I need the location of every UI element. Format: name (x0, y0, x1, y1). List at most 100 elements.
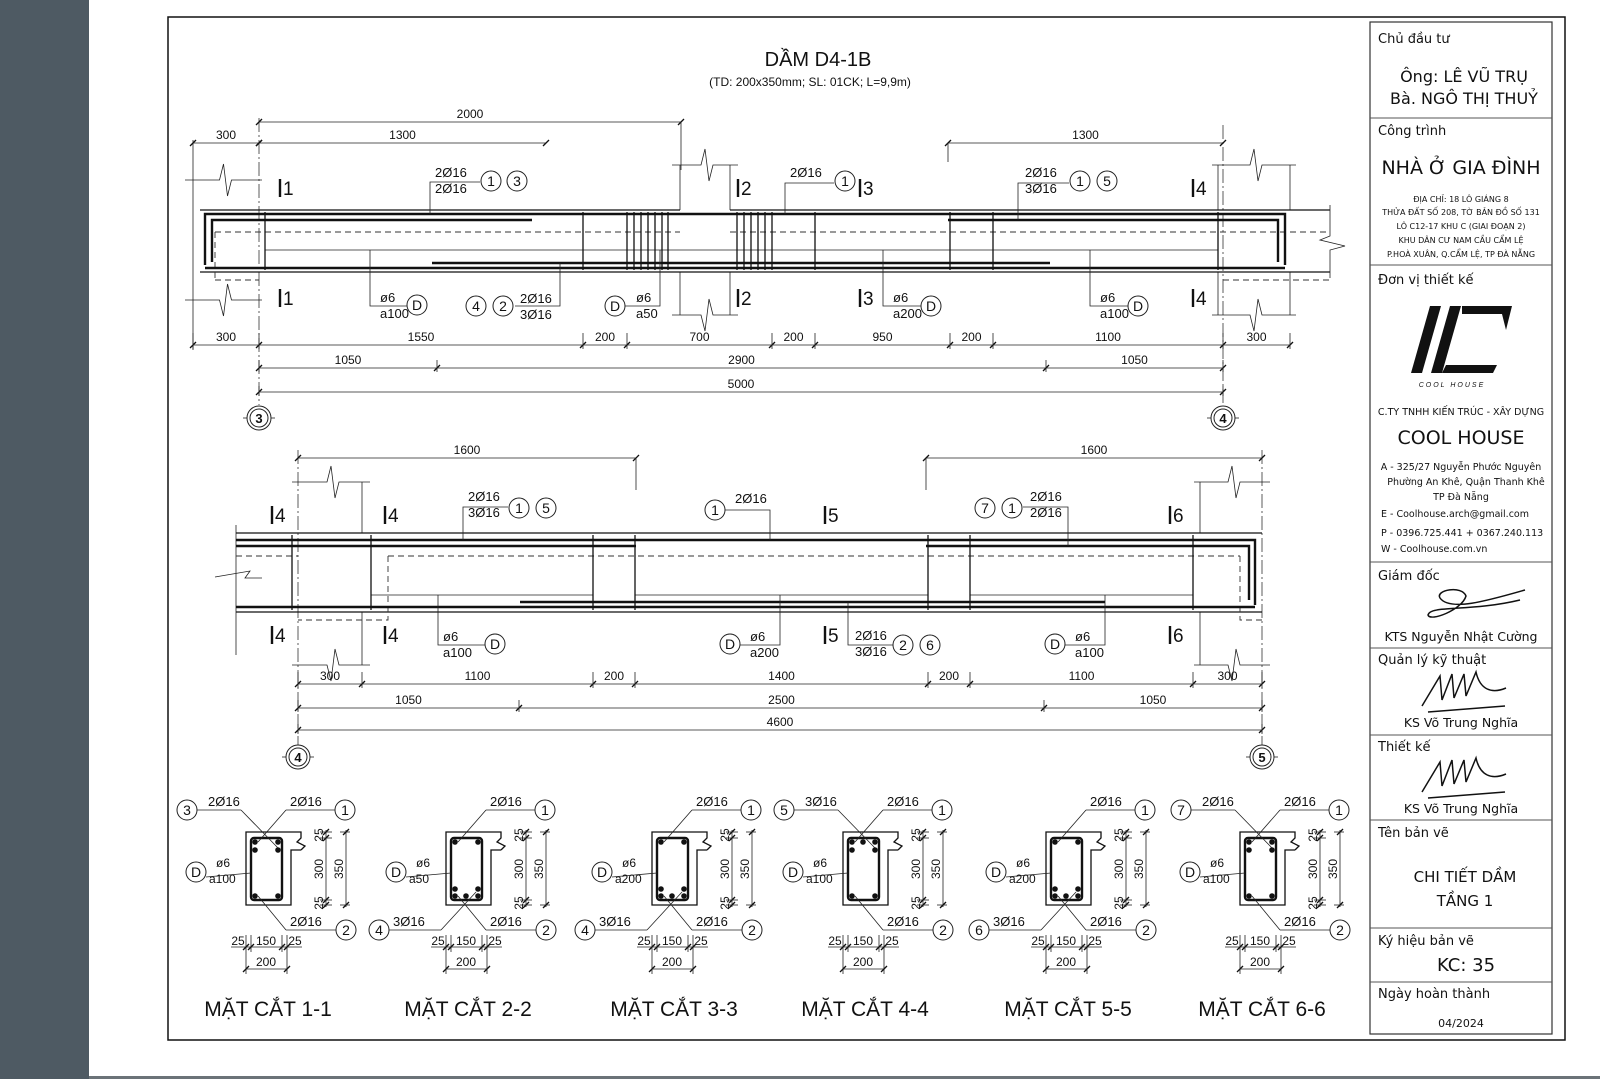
concrete-outline (1045, 831, 1107, 906)
rebar-dot (669, 893, 675, 899)
dim-tick (1316, 896, 1324, 904)
section-bottom-left-mark-circle (968, 919, 990, 941)
rebar-3-top-extra (210, 218, 532, 262)
section-stirrup-mark-circle (985, 861, 1007, 883)
dim-mid-label: 1050 (335, 353, 362, 367)
callout-stirrup-left-text: ø6 (380, 290, 395, 305)
callout-top-mid-mark-label: 1 (711, 502, 719, 518)
rebar-dot (475, 886, 481, 892)
section-top-right-mark-circle (334, 799, 356, 821)
section-mark-label: 2 (741, 179, 752, 200)
callout-top-left-text: 2Ø16 (435, 181, 467, 196)
rebar-dot (452, 893, 458, 899)
company-phone: P - 0396.725.441 + 0367.240.113 (1381, 528, 1543, 539)
dim-tick (1083, 943, 1091, 951)
leader (1089, 250, 1128, 307)
logo-stroke (1442, 365, 1497, 373)
dim-tick (483, 943, 491, 951)
section-mark-label: 4 (1196, 289, 1207, 310)
section-dim-v: 300 (909, 859, 923, 879)
section-top-right-text: 2Ø16 (887, 794, 919, 809)
slab-line (1239, 556, 1262, 621)
dim-tick (728, 828, 736, 836)
dim-bottom-label: 1100 (465, 669, 491, 683)
section-dim-h: 200 (1250, 955, 1270, 969)
callout-bottom-left-mark-label: 4 (472, 298, 480, 314)
callout-top-right-mark-circle (1096, 170, 1118, 192)
section-mark-label: 3 (863, 179, 874, 200)
dim-bottom-label: 200 (783, 330, 803, 344)
section-mark-label: 1 (283, 179, 294, 200)
section-stirrup-mark-circle (782, 861, 804, 883)
callout-top-left-mark-label: 1 (515, 500, 523, 516)
rebar-dot (1269, 893, 1275, 899)
break-line-symbol (672, 298, 738, 332)
dim-tick (875, 943, 883, 951)
concrete-outline (445, 831, 507, 906)
break-line-symbol (292, 648, 370, 682)
section-bottom-left-mark-label: 4 (375, 922, 383, 938)
director-name: KTS Nguyễn Nhật Cường (1385, 629, 1538, 644)
rebar-dot (860, 839, 866, 845)
dim-tick (880, 965, 888, 973)
completion-date: 04/2024 (1438, 1017, 1484, 1030)
leader (802, 872, 849, 878)
leader (854, 809, 884, 843)
leader (882, 250, 921, 307)
rebar-dot (658, 893, 664, 899)
dim-tick (939, 901, 947, 909)
section-title: MẶT CẮT 4-4 (801, 997, 929, 1021)
section-top-left-text: 2Ø16 (208, 794, 240, 809)
logo-stroke (1462, 306, 1512, 330)
section-stirrup-mark-circle (385, 861, 407, 883)
title-block-dividers (1370, 117, 1552, 983)
callout-top-left-text: 3Ø16 (468, 505, 500, 520)
section-bottom-right-mark-label: 2 (1336, 922, 1344, 938)
section-dim-h: 25 (637, 934, 651, 948)
section-dim-v: 300 (718, 859, 732, 879)
section-mark-label: 5 (828, 626, 839, 647)
leader (1040, 891, 1077, 931)
section-stirrup-dia: ø6 (622, 856, 636, 870)
dim-top-label: 1600 (454, 443, 481, 457)
leader (611, 872, 658, 878)
dim-tick (294, 454, 302, 462)
stirrup-outline (249, 836, 284, 902)
section-top-right-mark-label: 1 (1335, 802, 1343, 818)
callout-stirrup-left-mark-label: D (412, 297, 422, 313)
project-address-line: KHU DÂN CƯ NAM CẦU CẨM LỆ (1398, 233, 1523, 246)
rebar-1-top (203, 212, 1287, 265)
section-mark-label: 1 (283, 289, 294, 310)
section-dim-v: 25 (1306, 896, 1320, 910)
dim-tick (1241, 943, 1249, 951)
section-dim-h: 25 (488, 934, 502, 948)
section-mark-label: 4 (388, 626, 399, 647)
rebar-dot (1269, 839, 1275, 845)
leader (462, 506, 508, 540)
section-mark-label: 4 (275, 626, 286, 647)
drawing-code: KC: 35 (1437, 955, 1495, 976)
section-bottom-left-mark-circle (368, 919, 390, 941)
dim-total-label: 4600 (767, 715, 794, 729)
section-mark-label: 3 (863, 289, 874, 310)
dim-tick (255, 139, 263, 147)
rebar-dot (872, 893, 878, 899)
callout-stirrup-mid-text: ø6 (750, 629, 765, 644)
rebar-dot (275, 839, 281, 845)
dim-bottom-label: 200 (961, 330, 981, 344)
company-address-line: A - 325/27 Nguyễn Phước Nguyên (1381, 462, 1542, 473)
callout-stirrup-left-mark-circle (406, 294, 428, 316)
section-top-right-text: 2Ø16 (1090, 794, 1122, 809)
stirrup-outline (1243, 836, 1278, 902)
section-bottom-right-text: 2Ø16 (1090, 914, 1122, 929)
section-stirrup-spacing: a50 (409, 872, 429, 886)
rebar-dot (1052, 886, 1058, 892)
section-mark-label: 4 (1196, 179, 1207, 200)
dim-tick (1042, 965, 1050, 973)
dim-bottom-label: 1550 (408, 330, 435, 344)
section-dim-h: 200 (256, 955, 276, 969)
leader (257, 809, 287, 843)
tech-manager-label: Quản lý kỹ thuật (1378, 653, 1486, 668)
section-dim-v: 25 (718, 828, 732, 842)
